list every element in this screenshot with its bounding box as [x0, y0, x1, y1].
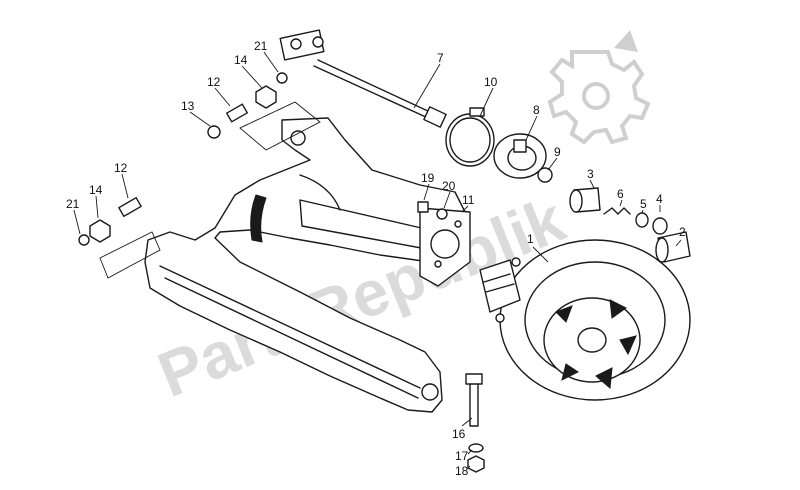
label-6: 6: [617, 187, 624, 201]
drive-shaft: [279, 29, 447, 128]
wheel-hub: [479, 239, 691, 401]
washer-17: [468, 443, 484, 453]
label-7: 7: [437, 51, 444, 65]
label-4: 4: [656, 192, 663, 206]
bevel-housing: [493, 133, 553, 183]
washer-21-left: [78, 234, 90, 246]
label-5: 5: [640, 197, 647, 211]
label-1: 1: [527, 232, 534, 246]
nut-14-left: [89, 219, 111, 243]
label-18: 18: [455, 464, 469, 478]
leader-lines: [73, 51, 682, 469]
clamp-ring: [445, 107, 495, 167]
label-11: 11: [462, 193, 475, 207]
label-12-top: 12: [207, 75, 221, 89]
washer-20: [436, 208, 448, 220]
bolt-16-head: [465, 373, 483, 385]
label-2: 2: [679, 225, 686, 239]
label-14-left: 14: [89, 183, 103, 197]
label-20: 20: [442, 179, 456, 193]
washer-21-top: [276, 72, 288, 84]
label-17: 17: [455, 449, 469, 463]
bolt-12-top: [226, 103, 248, 123]
label-3: 3: [587, 167, 594, 181]
nut-18: [467, 455, 485, 473]
assembly-brackets: [99, 101, 321, 279]
label-21-top: 21: [254, 39, 268, 53]
swing-arm: [144, 117, 471, 413]
label-19: 19: [421, 171, 435, 185]
label-8: 8: [533, 103, 540, 117]
label-14-top: 14: [234, 53, 248, 67]
label-9: 9: [554, 145, 561, 159]
part-labels: 1 2 3 4 5 6 7 8 9 10 11 12 12 13 14 14 1…: [66, 39, 686, 478]
label-21-left: 21: [66, 197, 80, 211]
bolt-19: [417, 201, 429, 213]
label-13: 13: [181, 99, 195, 113]
label-10: 10: [484, 75, 498, 89]
washer-13: [207, 125, 221, 139]
bolt-12-left: [118, 196, 142, 218]
bearing-stack: [569, 187, 691, 263]
watermark-gear-icon: [547, 30, 651, 145]
nut-14-top: [255, 85, 277, 109]
fasteners: [78, 72, 485, 473]
label-12-left: 12: [114, 161, 128, 175]
label-16: 16: [452, 427, 466, 441]
